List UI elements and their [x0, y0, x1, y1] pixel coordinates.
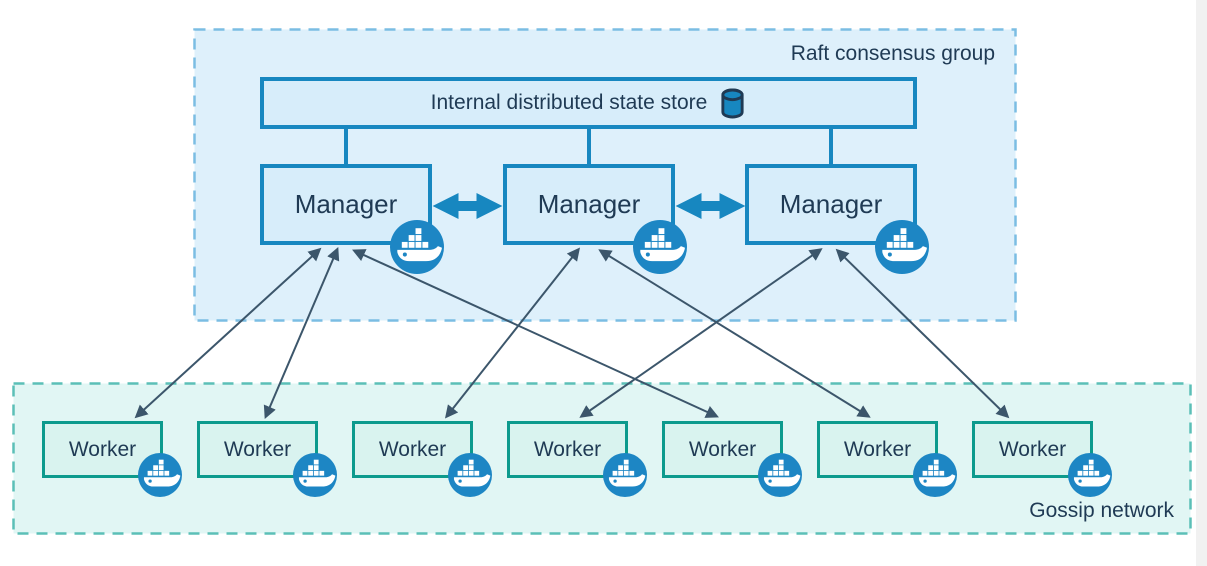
docker-whale-icon	[913, 453, 957, 497]
worker-3-label: Worker	[378, 437, 447, 461]
state-store-label: Internal distributed state store	[430, 91, 708, 114]
docker-whale-icon	[138, 453, 182, 497]
gossip-group-label: Gossip network	[1029, 499, 1174, 522]
state-store-box: Internal distributed state store	[260, 77, 917, 129]
worker-node-4: Worker	[507, 421, 628, 478]
docker-whale-icon	[603, 453, 647, 497]
worker-7-label: Worker	[998, 437, 1067, 461]
raft-group-label: Raft consensus group	[790, 42, 995, 65]
manager-node-3: Manager	[745, 164, 917, 245]
worker-node-5: Worker	[662, 421, 783, 478]
docker-whale-icon	[758, 453, 802, 497]
docker-whale-icon	[875, 220, 929, 274]
manager-node-2: Manager	[503, 164, 675, 245]
worker-6-label: Worker	[843, 437, 912, 461]
manager-2-label: Manager	[537, 189, 641, 219]
manager-1-label: Manager	[294, 189, 398, 219]
docker-whale-icon	[633, 220, 687, 274]
worker-5-label: Worker	[688, 437, 757, 461]
worker-node-2: Worker	[197, 421, 318, 478]
screen-right-edge	[1196, 0, 1207, 566]
manager-3-label: Manager	[779, 189, 883, 219]
docker-whale-icon	[448, 453, 492, 497]
docker-whale-icon	[293, 453, 337, 497]
manager-node-1: Manager	[260, 164, 432, 245]
database-cylinder-icon	[721, 88, 744, 118]
worker-node-6: Worker	[817, 421, 938, 478]
worker-node-7: Worker	[972, 421, 1093, 478]
docker-whale-icon	[390, 220, 444, 274]
worker-2-label: Worker	[223, 437, 292, 461]
docker-whale-icon	[1068, 453, 1112, 497]
worker-node-3: Worker	[352, 421, 473, 478]
worker-node-1: Worker	[42, 421, 163, 478]
worker-1-label: Worker	[68, 437, 137, 461]
worker-4-label: Worker	[533, 437, 602, 461]
